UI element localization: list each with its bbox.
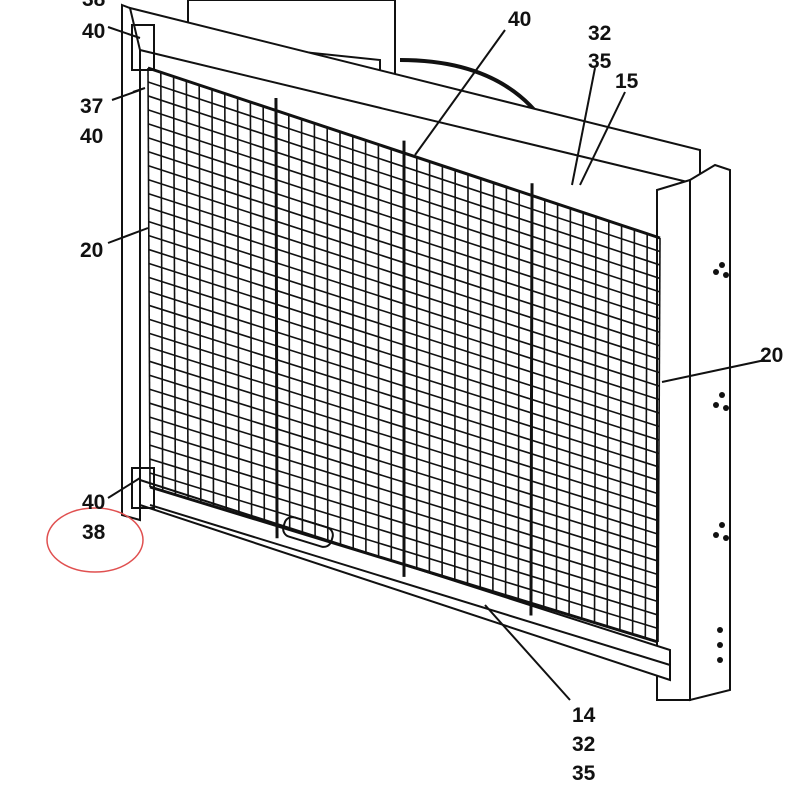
left-post [121,3,141,522]
left-top-plate [131,24,155,71]
frame [121,0,731,702]
callout-37: 37 [80,95,103,118]
panel-divider [274,98,279,539]
right-post [656,178,691,701]
callout-40-top-center: 40 [508,8,531,31]
callout-20-left: 20 [80,239,103,262]
callout-14: 14 [572,704,596,727]
callout-40-top-left: 40 [82,20,105,43]
panel-border [149,485,659,644]
highlight-circle [46,507,144,573]
callout-38-bottom-left: 38 [82,521,106,544]
callout-38-top: 38 [82,0,106,11]
callout-35-bottom: 35 [572,762,596,785]
callout-15: 15 [615,70,639,93]
panel-divider [529,183,534,616]
mesh-grid [147,66,661,644]
top-rail [128,6,701,187]
bottom-rail [139,478,671,682]
callout-40-bottom-left: 40 [82,491,105,514]
callout-20-right: 20 [760,344,783,367]
panel-border [147,66,661,240]
right-post-side [689,163,731,702]
bolt-holes [713,262,729,663]
bottom-edge [149,504,671,666]
callout-35: 35 [588,50,612,73]
callout-40: 40 [80,125,103,148]
leader-lines [107,26,766,701]
callout-32-bottom: 32 [572,733,595,756]
callout-32: 32 [588,22,611,45]
